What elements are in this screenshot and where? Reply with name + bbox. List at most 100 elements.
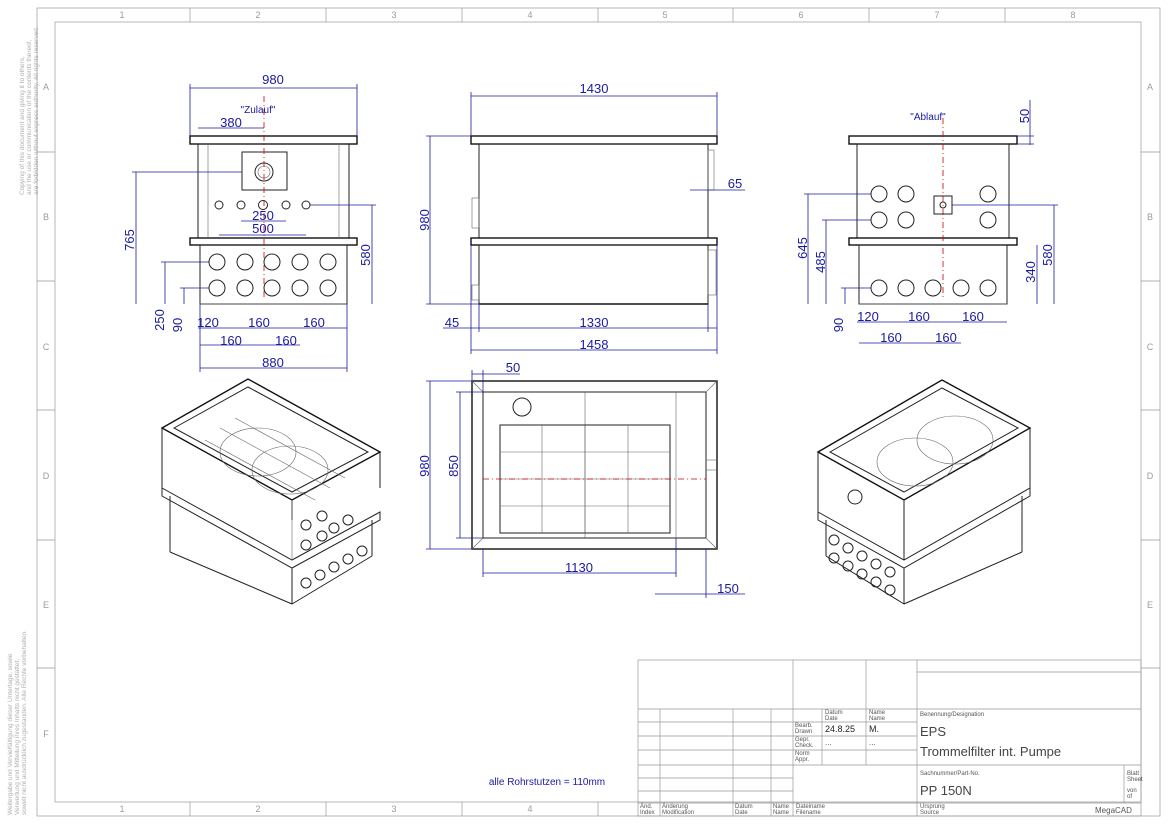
top-view: 50 980 850 1130 150 <box>417 360 745 598</box>
outer-frame <box>36 7 1161 817</box>
tb-brand: MegaCAD <box>1095 806 1132 815</box>
tb-rev-change: Modification <box>662 810 694 816</box>
front-view: "Zulauf" 980 380 250 500 765 580 250 90 … <box>122 72 376 372</box>
iso-left-ports <box>300 510 368 589</box>
dim-160-front-c: 160 <box>220 333 242 348</box>
tb-rev-change-de: Änderung <box>662 803 688 810</box>
grid-labels-left: A B C D E F <box>43 82 50 739</box>
tb-dots-1: ... <box>825 738 832 747</box>
tb-appr-label: Appr. <box>795 757 809 763</box>
svg-text:and the use or communication o: and the use or communication of the cont… <box>26 39 33 195</box>
tb-norm-label: Norm <box>795 751 810 757</box>
dim-500: 500 <box>252 221 274 236</box>
svg-text:Weitergabe und Vervielfältigun: Weitergabe und Vervielfältigung dieser U… <box>7 653 14 815</box>
row-e-label: E <box>43 600 49 610</box>
pipe-size-note: alle Rohrstutzen = 110mm <box>489 777 605 788</box>
dim-50-back: 50 <box>1017 109 1032 123</box>
tb-origin-label-de: Ursprung <box>920 804 945 810</box>
inner-frame <box>54 21 1142 803</box>
dim-580-front: 580 <box>358 244 373 266</box>
tb-part-no-label: Sachnummer/Part-No. <box>920 771 980 777</box>
tb-name2-label: Name <box>869 716 886 722</box>
side-view: 1430 980 65 45 1330 1458 <box>417 81 745 354</box>
col-3-label-bottom: 3 <box>391 804 396 814</box>
dim-1130: 1130 <box>565 560 593 575</box>
tb-date-value: 24.8.25 <box>825 724 855 734</box>
col-2-label-bottom: 2 <box>255 804 260 814</box>
row-b-label-right: B <box>1147 212 1153 222</box>
dim-880: 880 <box>262 355 284 370</box>
dim-50-top: 50 <box>506 360 520 375</box>
dim-160-front-d: 160 <box>275 333 297 348</box>
col-2-label: 2 <box>255 10 260 20</box>
tb-rev-date-de: Datum <box>735 804 753 810</box>
grid-labels-right: A B C D E <box>1147 82 1154 610</box>
dim-150: 150 <box>717 581 739 596</box>
svg-text:are forbidden without express: are forbidden without express authority.… <box>33 26 40 195</box>
dim-45: 45 <box>445 315 459 330</box>
dim-160-front-b: 160 <box>303 315 325 330</box>
dim-65: 65 <box>728 176 742 191</box>
tb-rev-name-de: Name <box>773 804 790 810</box>
row-d-label-right: D <box>1147 471 1154 481</box>
dim-980-front: 980 <box>262 72 284 87</box>
row-e-label-right: E <box>1147 600 1153 610</box>
svg-text:soweit nicht ausdrücklich zuge: soweit nicht ausdrücklich zugestanden. A… <box>21 630 28 815</box>
row-c-label-right: C <box>1147 342 1154 352</box>
grid-labels-top: 1 2 3 4 5 6 7 8 <box>119 10 1075 20</box>
row-a-label-right: A <box>1147 82 1153 92</box>
dim-850: 850 <box>446 455 461 477</box>
col-4-label: 4 <box>527 10 532 20</box>
svg-text:Verwertung und Mitteilung ihre: Verwertung und Mitteilung ihres Inhalts … <box>14 659 21 815</box>
tb-drawn-label: Drawn <box>795 729 812 735</box>
row-a-label: A <box>43 82 49 92</box>
tb-filename: Filename <box>796 810 821 816</box>
dim-380: 380 <box>220 115 242 130</box>
dim-120-front: 120 <box>197 315 219 330</box>
tb-origin-label: Source <box>920 810 940 816</box>
copyright-notice-en: Copying of this document and giving it t… <box>19 26 40 195</box>
tb-title-line1: EPS <box>920 724 946 739</box>
col-5-label: 5 <box>662 10 667 20</box>
tb-designation-label: Benennung/Designation <box>920 712 984 718</box>
grid-ticks <box>37 8 1160 816</box>
col-6-label: 6 <box>798 10 803 20</box>
col-7-label: 7 <box>934 10 939 20</box>
col-1-label: 1 <box>119 10 124 20</box>
drum-screen-grid <box>499 424 671 534</box>
tb-name-label: Name <box>869 710 886 716</box>
tb-rev-idx: Index <box>640 810 655 816</box>
dim-250-v: 250 <box>152 309 167 331</box>
col-4-label-bottom: 4 <box>527 804 532 814</box>
dim-160-front-a: 160 <box>248 315 270 330</box>
title-block: Bearb. Drawn Gepr. Check. Norm Appr. Dat… <box>637 659 1143 817</box>
dim-90-front: 90 <box>170 318 185 332</box>
dim-160-back-a: 160 <box>908 309 930 324</box>
col-8-label: 8 <box>1070 10 1075 20</box>
tb-title-line2: Trommelfilter int. Pumpe <box>920 744 1061 759</box>
tb-drawn-label-de: Bearb. <box>795 723 813 729</box>
row-c-label: C <box>43 342 50 352</box>
dim-160-back-b: 160 <box>962 309 984 324</box>
tb-sheet-label-de: Blatt <box>1127 771 1139 777</box>
dim-980-side: 980 <box>417 209 432 231</box>
tb-filename-de: Dateiname <box>796 804 826 810</box>
tb-check-label: Check. <box>795 743 814 749</box>
dim-485: 485 <box>813 251 828 273</box>
row-b-label: B <box>43 212 49 222</box>
dim-980-top: 980 <box>417 455 432 477</box>
dim-340: 340 <box>1023 261 1038 283</box>
dim-1430: 1430 <box>580 81 609 96</box>
iso-view-right <box>816 379 1032 605</box>
tb-date-label: Date <box>825 716 838 722</box>
outlet-label: "Ablauf" <box>910 112 946 123</box>
tb-datum-label: Datum <box>825 710 843 716</box>
tb-rev-idx-de: Änd. <box>640 803 653 810</box>
tb-of-label: of <box>1127 794 1132 800</box>
dim-120-back: 120 <box>857 309 879 324</box>
row-d-label: D <box>43 471 50 481</box>
svg-text:Copying of this document and g: Copying of this document and giving it t… <box>19 56 26 195</box>
dim-160-back-c: 160 <box>880 330 902 345</box>
dim-160-back-d: 160 <box>935 330 957 345</box>
tb-rev-date: Date <box>735 810 748 816</box>
